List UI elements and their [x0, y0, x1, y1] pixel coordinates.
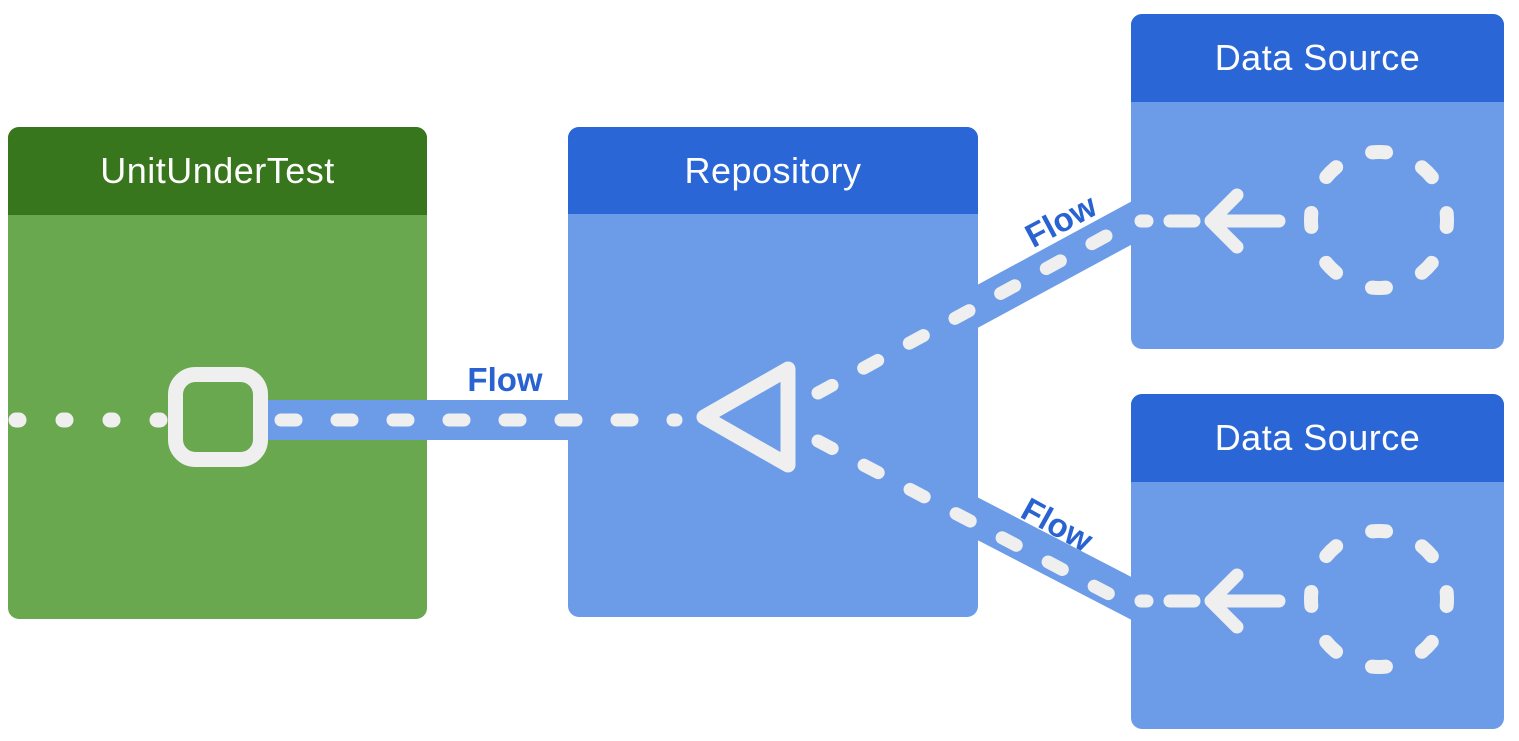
box-data-source-bottom-header: Data Source — [1131, 394, 1504, 482]
arrow-left-icon — [1204, 568, 1286, 634]
box-repository-header: Repository — [568, 127, 978, 214]
dashed-circle-icon — [1304, 145, 1454, 295]
box-data-source-top-header: Data Source — [1131, 14, 1504, 102]
square-outline-icon — [168, 367, 268, 467]
box-data-source-top: Data Source — [1131, 14, 1504, 349]
dashed-circle-icon — [1304, 524, 1454, 674]
box-title: Data Source — [1214, 417, 1421, 458]
box-data-source-bottom: Data Source — [1131, 394, 1504, 729]
box-unit-under-test: UnitUnderTest — [8, 127, 427, 619]
box-unit-under-test-header: UnitUnderTest — [8, 127, 427, 215]
box-title: UnitUnderTest — [100, 150, 335, 191]
arrow-left-icon — [1204, 188, 1286, 254]
flow-label-left: Flow — [467, 361, 543, 398]
dashed-line-bottom-diagonal — [811, 434, 1135, 611]
triangle-outline-icon — [696, 361, 796, 473]
box-repository: Repository — [568, 127, 978, 617]
box-title: Repository — [684, 149, 862, 191]
dashed-line-top-diagonal — [811, 217, 1135, 400]
box-title: Data Source — [1214, 37, 1421, 78]
